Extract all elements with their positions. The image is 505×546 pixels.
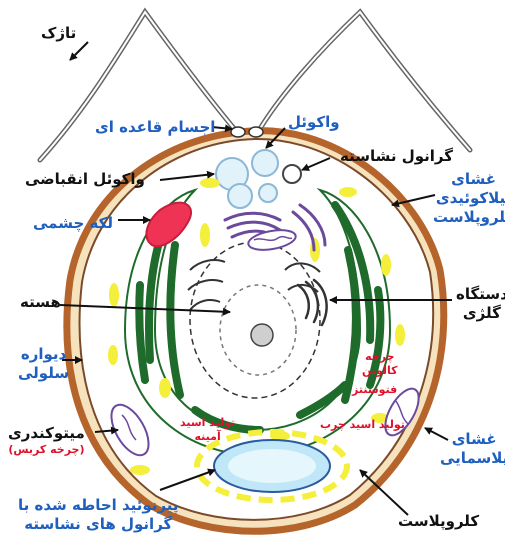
starch-granule: [200, 178, 220, 188]
label-mitochondria: میتوکندری (چرخه کربس): [8, 424, 85, 457]
label-pyrenoid-line2: گرانول های نشاسته: [18, 515, 179, 534]
label-photosynthesis: فتوسنتز: [352, 383, 397, 397]
label-fatty-acid: تولید اسید چرب: [320, 418, 405, 432]
label-starch-granule: گرانول نشاسته: [340, 147, 453, 166]
label-plasma-line2: پلاسمایی: [440, 449, 505, 468]
label-cell-wall-line1: دیواره: [18, 345, 69, 364]
label-pyrenoid-line1: پیرنوئید احاطه شده با: [18, 496, 179, 515]
label-mito-line1: میتوکندری: [8, 424, 85, 443]
basal-body: [249, 127, 263, 137]
label-thylakoid-line2: تیلاکوئیدی: [433, 189, 505, 208]
starch-granule: [130, 465, 150, 475]
label-thylakoid-line1: غشای: [433, 170, 505, 189]
starch-granule: [108, 345, 118, 365]
nucleus: [190, 242, 320, 398]
starch-granule-small: [283, 165, 301, 183]
vacuole: [228, 184, 252, 208]
starch-granule: [339, 187, 357, 197]
label-amino-line2: آمینه: [180, 430, 235, 444]
vacuole: [252, 150, 278, 176]
label-cell-wall: دیواره سلولی: [18, 345, 69, 383]
label-contractile-vacuole: واکوئل انقباضی: [25, 170, 145, 189]
label-pyrenoid: پیرنوئید احاطه شده با گرانول های نشاسته: [18, 496, 179, 534]
label-cell-wall-line2: سلولی: [18, 364, 69, 383]
starch-granule: [109, 283, 119, 307]
arrow-flagellum: [70, 42, 88, 60]
label-calvin-line1: چرخه: [362, 350, 398, 364]
nucleolus: [251, 324, 273, 346]
label-chloroplast: کلروپلاست: [398, 512, 479, 531]
starch-granule: [200, 223, 210, 247]
pyrenoid-core: [228, 449, 316, 483]
label-thylakoid: غشای تیلاکوئیدی کلروپلاست: [433, 170, 505, 226]
label-amino-acid: تولید اسید آمینه: [180, 416, 235, 444]
starch-granule: [159, 378, 171, 398]
label-flagellum: تاژک: [41, 24, 76, 43]
basal-body: [231, 127, 245, 137]
starch-granule: [381, 254, 391, 276]
label-calvin-cycle: چرخه کالوین: [362, 350, 398, 378]
label-amino-line1: تولید اسید: [180, 416, 235, 430]
starch-granule: [395, 324, 405, 346]
label-golgi: دستگاه گلژی: [456, 285, 505, 323]
label-thylakoid-line3: کلروپلاست: [433, 208, 505, 227]
label-calvin-line2: کالوین: [362, 364, 398, 378]
label-mito-line2: (چرخه کربس): [8, 443, 85, 457]
label-golgi-line1: دستگاه: [456, 285, 505, 304]
label-plasma-line1: غشای: [440, 430, 505, 449]
vacuole: [259, 184, 277, 202]
label-basal-bodies: اجسام قاعده ای: [95, 118, 215, 137]
label-eyespot: لکه چشمی: [33, 214, 113, 233]
label-golgi-line2: گلژی: [456, 304, 505, 323]
label-plasma-membrane: غشای پلاسمایی: [440, 430, 505, 468]
label-vacuole: واکوئل: [288, 113, 340, 132]
label-nucleus: هسته: [20, 293, 61, 312]
